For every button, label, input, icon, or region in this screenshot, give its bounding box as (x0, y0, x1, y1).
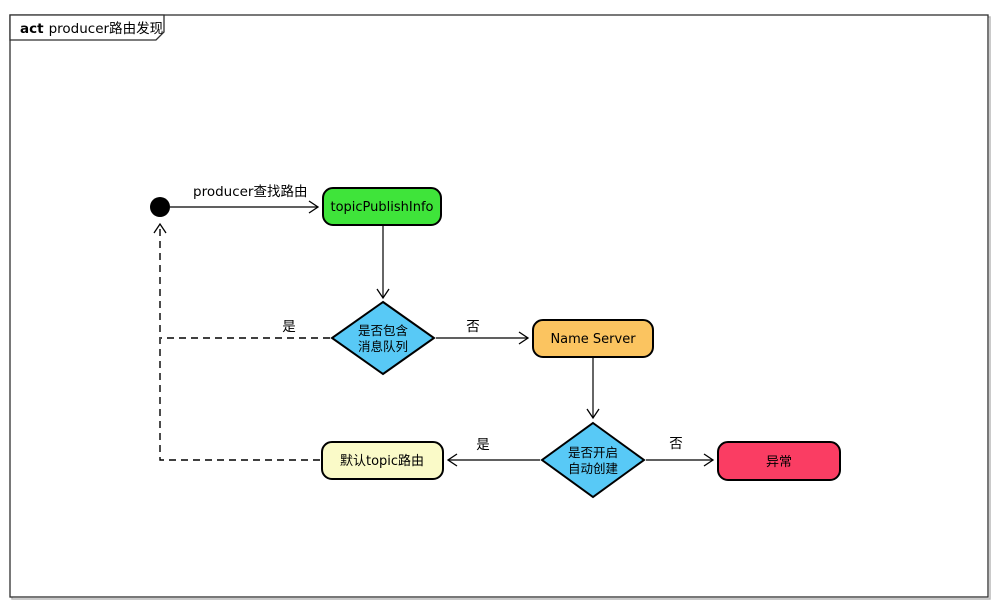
diagram-frame (9, 14, 989, 598)
node-default-topic-route (321, 441, 444, 480)
edge-label-queue-yes: 是 (282, 319, 296, 335)
frame-title: act producer路由发现 (20, 21, 163, 37)
initial-node (150, 197, 170, 217)
edge-label-auto-yes: 是 (476, 437, 490, 453)
frame-title-text: producer路由发现 (49, 21, 164, 37)
edge-label-queue-no: 否 (466, 319, 480, 335)
node-exception-label: 异常 (766, 455, 792, 470)
decision-contains-queue-line2: 消息队列 (358, 339, 408, 354)
edge-label-auto-no: 否 (669, 436, 683, 452)
node-nameserver (532, 319, 654, 358)
decision-auto-create-line1: 是否开启 (568, 445, 618, 460)
frame-keyword: act (20, 21, 44, 37)
node-topicpublishinfo (322, 187, 442, 226)
decision-auto-create-line2: 自动创建 (568, 461, 619, 476)
node-topicpublishinfo-label: topicPublishInfo (330, 200, 433, 215)
decision-auto-create (540, 421, 646, 499)
decision-contains-queue (330, 300, 436, 376)
node-nameserver-label: Name Server (550, 332, 636, 347)
frame-title-tab (9, 14, 165, 41)
edge-label-producer-lookup: producer查找路由 (193, 184, 308, 200)
edge-dashed-defaulttopic-return-to-start (153, 222, 320, 461)
decision-contains-queue-line1: 是否包含 (358, 323, 409, 338)
node-default-topic-route-label: 默认topic路由 (340, 453, 424, 469)
node-exception (717, 441, 841, 481)
